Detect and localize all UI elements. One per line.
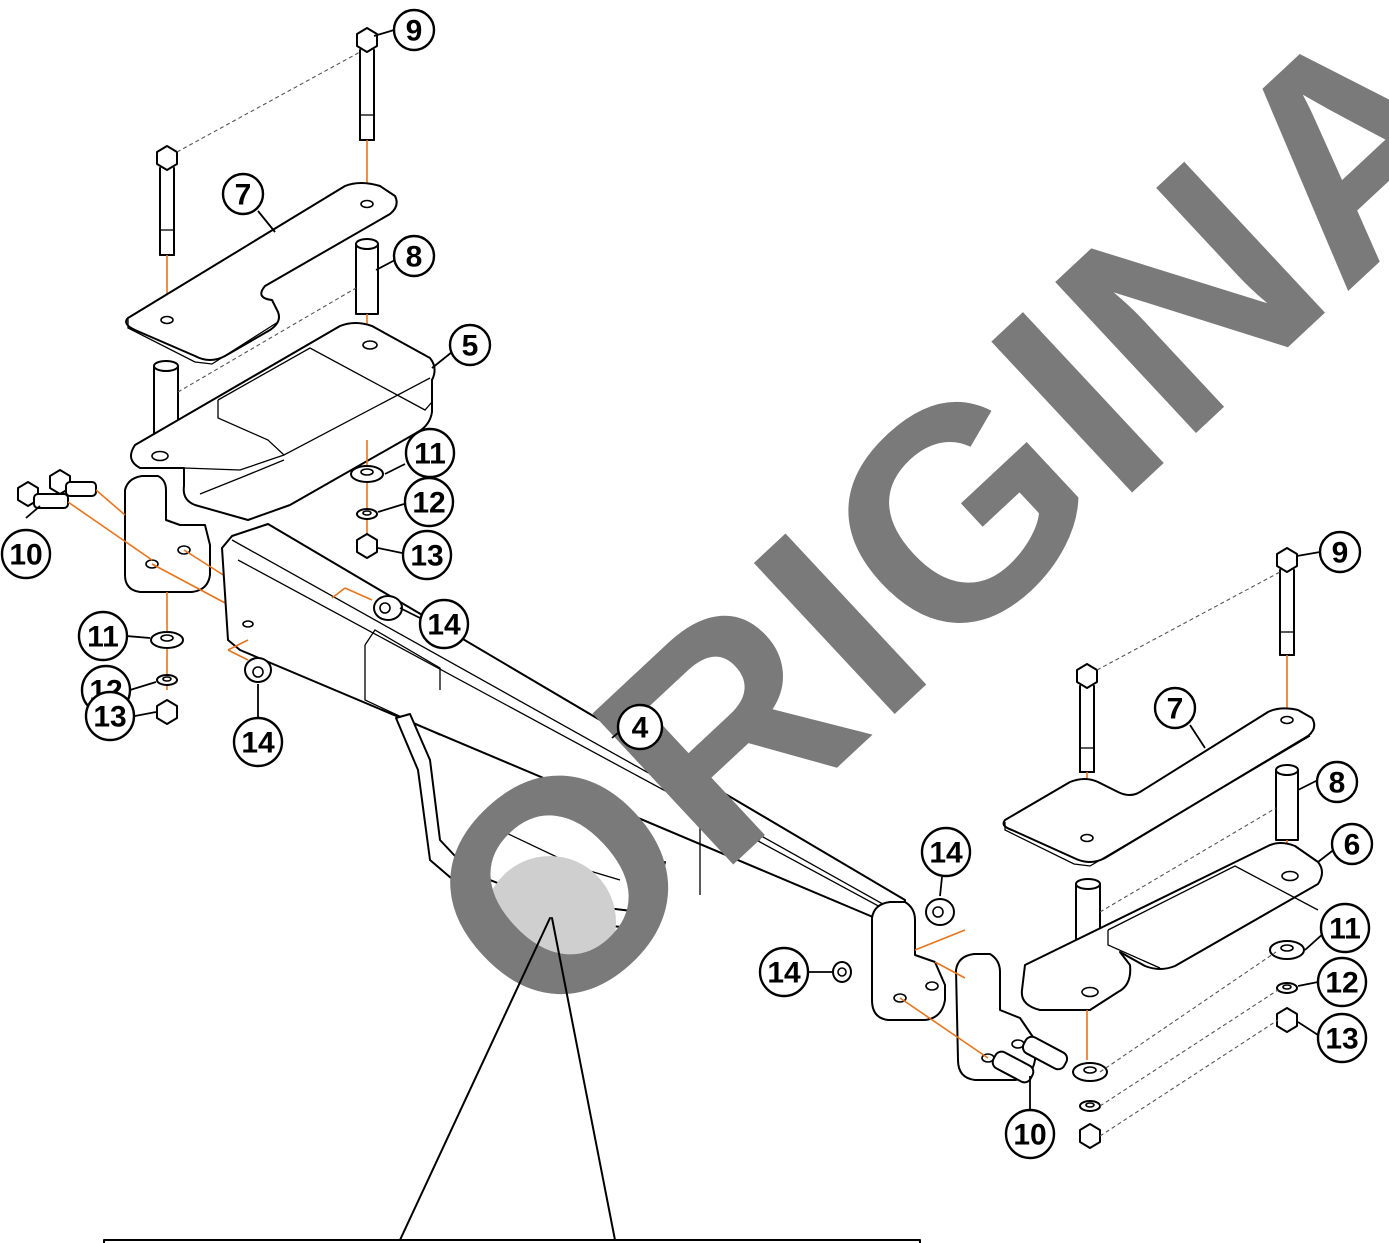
callout-8: 8	[392, 234, 436, 278]
hardware-link-dash	[1099, 951, 1277, 1073]
axis-line	[227, 639, 249, 661]
axis-line	[331, 587, 373, 601]
callout-14: 14	[418, 598, 470, 650]
callout-10: 10	[0, 528, 52, 580]
right-side-plate-outer	[871, 901, 946, 1021]
svg-text:13: 13	[410, 540, 443, 573]
label-box-top-edge	[103, 1239, 921, 1243]
left-bolt-9-rear	[356, 27, 378, 141]
callout-4: 4	[616, 703, 664, 751]
callout-8: 8	[1315, 760, 1359, 804]
svg-text:4: 4	[632, 712, 649, 745]
right-side-plate-inner	[955, 953, 1036, 1081]
svg-text:14: 14	[427, 609, 461, 642]
left-nut-14a	[373, 595, 403, 621]
right-nut-14d	[832, 961, 852, 983]
svg-text:8: 8	[1329, 767, 1346, 800]
callout-7: 7	[1153, 686, 1197, 730]
axis-line	[95, 489, 126, 516]
axis-line	[914, 929, 966, 979]
callout-11: 11	[77, 610, 129, 662]
svg-text:7: 7	[235, 179, 252, 212]
right-nut-14c	[925, 898, 955, 926]
svg-text:6: 6	[1344, 829, 1361, 862]
label-leader-left	[399, 917, 551, 1241]
svg-text:8: 8	[406, 241, 423, 274]
svg-text:14: 14	[241, 727, 275, 760]
axis-line	[183, 549, 229, 579]
left-side-plate	[124, 475, 211, 593]
svg-text:11: 11	[1329, 913, 1361, 946]
callout-14: 14	[920, 826, 972, 878]
hardware-link-dash	[1099, 1019, 1279, 1137]
axis-line	[67, 501, 153, 561]
right-lower-hardware-b	[1269, 940, 1305, 1033]
right-bolt-9-rear	[1276, 547, 1298, 656]
svg-text:10: 10	[9, 539, 42, 572]
callout-5: 5	[448, 323, 492, 367]
svg-text:11: 11	[414, 438, 446, 471]
left-plate-7	[125, 182, 398, 365]
callout-14: 14	[758, 946, 810, 998]
callout-12: 12	[1316, 956, 1368, 1008]
svg-text:12: 12	[1325, 967, 1358, 1000]
right-bracket-6	[1020, 842, 1323, 1011]
callouts: 9 7 8 5 11 12 13 10 11 12 13 14 14 4 9 7…	[0, 8, 1374, 1160]
svg-text:7: 7	[1167, 693, 1184, 726]
label-leader-right	[551, 917, 616, 1241]
callout-13: 13	[1316, 1012, 1368, 1064]
callout-9: 9	[1318, 530, 1362, 574]
svg-text:9: 9	[1332, 537, 1349, 570]
right-lower-hardware-a	[1072, 1062, 1108, 1149]
left-upper-hardware	[350, 465, 384, 559]
callout-11: 11	[1319, 902, 1371, 954]
bolt-link-dash	[176, 51, 361, 153]
right-bolts-10	[991, 1035, 1069, 1084]
callout-12: 12	[403, 476, 455, 528]
svg-text:5: 5	[462, 330, 479, 363]
watermark-disc	[484, 856, 616, 988]
right-plate-7	[1002, 707, 1316, 867]
svg-text:11: 11	[87, 621, 119, 654]
axis-line	[899, 997, 989, 1059]
svg-text:9: 9	[406, 15, 423, 48]
svg-text:14: 14	[929, 837, 963, 870]
callout-leaders	[25, 29, 1337, 1110]
spacer-link-dash	[177, 287, 357, 393]
svg-text:13: 13	[93, 701, 126, 734]
left-bolt-9-front	[156, 145, 178, 256]
right-spacer-8-rear	[1275, 764, 1299, 841]
svg-text:14: 14	[767, 957, 801, 990]
callout-13: 13	[84, 690, 136, 742]
left-spacer-8-rear	[355, 238, 379, 315]
hardware-link-dash	[1099, 989, 1279, 1107]
callout-7: 7	[221, 172, 265, 216]
callout-6: 6	[1330, 822, 1374, 866]
left-bracket-5	[130, 322, 436, 521]
right-bolt-9-front	[1076, 663, 1098, 773]
svg-text:12: 12	[412, 487, 445, 520]
left-lower-hardware	[150, 631, 184, 725]
left-bolts-10	[17, 469, 97, 509]
left-nut-14b	[244, 657, 272, 683]
svg-text:10: 10	[1013, 1119, 1046, 1152]
callout-9: 9	[392, 8, 436, 52]
callout-13: 13	[401, 529, 453, 581]
svg-text:13: 13	[1325, 1023, 1358, 1056]
callout-11: 11	[404, 427, 456, 479]
ball-mount-neck	[395, 713, 666, 929]
spacer-link-dash	[1099, 807, 1277, 913]
callout-10: 10	[1004, 1108, 1056, 1160]
callout-14: 14	[232, 716, 284, 768]
